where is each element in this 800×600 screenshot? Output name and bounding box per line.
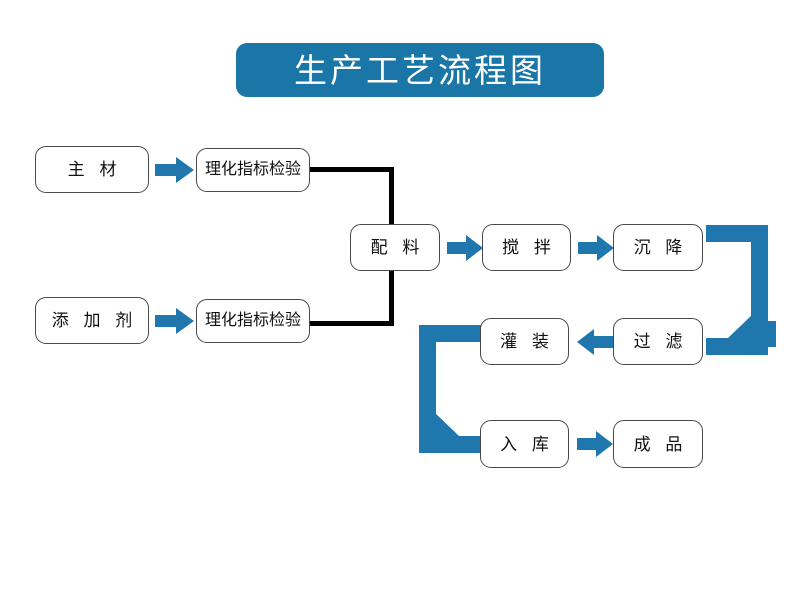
- node-warehousing[interactable]: 入 库: [480, 420, 569, 468]
- elbow-filling-to-warehousing: [419, 325, 489, 453]
- node-inspect-additive[interactable]: 理化指标检验: [196, 299, 310, 343]
- node-filtering[interactable]: 过 滤: [613, 318, 703, 365]
- chart-title-banner: 生产工艺流程图: [236, 43, 604, 97]
- node-filling-label: 灌 装: [500, 332, 554, 351]
- arrow-filtering-to-filling: [576, 327, 613, 357]
- connector-inspect-main-vertical: [389, 167, 394, 227]
- node-warehousing-label: 入 库: [500, 434, 554, 454]
- node-inspect-main-material[interactable]: 理化指标检验: [196, 148, 310, 192]
- node-settling[interactable]: 沉 降: [613, 224, 703, 271]
- connector-inspect-additive-vertical: [389, 268, 394, 326]
- node-additive[interactable]: 添 加 剂: [35, 297, 149, 344]
- node-finished-product-label: 成 品: [633, 434, 688, 454]
- node-batching[interactable]: 配 料: [350, 224, 440, 271]
- connector-inspect-additive-horizontal: [310, 321, 394, 326]
- node-mixing[interactable]: 搅 拌: [482, 224, 571, 271]
- node-settling-label: 沉 降: [633, 238, 688, 257]
- node-filling[interactable]: 灌 装: [480, 318, 569, 365]
- node-main-material[interactable]: 主 材: [35, 146, 149, 193]
- elbow-settling-to-filtering: [706, 225, 786, 355]
- node-finished-product[interactable]: 成 品: [613, 420, 703, 468]
- node-mixing-label: 搅 拌: [502, 238, 556, 257]
- arrow-additive-to-inspect: [155, 306, 195, 336]
- node-additive-label: 添 加 剂: [51, 311, 138, 330]
- arrow-warehousing-to-product: [577, 429, 614, 459]
- node-inspect-main-label: 理化指标检验: [204, 161, 301, 178]
- connector-inspect-main-horizontal: [310, 167, 394, 172]
- node-inspect-additive-label: 理化指标检验: [204, 312, 301, 329]
- arrow-batching-to-mixing: [447, 233, 484, 263]
- node-batching-label: 配 料: [370, 238, 425, 257]
- page-title: 生产工艺流程图: [294, 51, 546, 89]
- node-main-material-label: 主 材: [67, 160, 122, 179]
- arrow-main-to-inspect: [155, 155, 195, 185]
- arrow-mixing-to-settling: [578, 233, 615, 263]
- node-filtering-label: 过 滤: [633, 332, 688, 351]
